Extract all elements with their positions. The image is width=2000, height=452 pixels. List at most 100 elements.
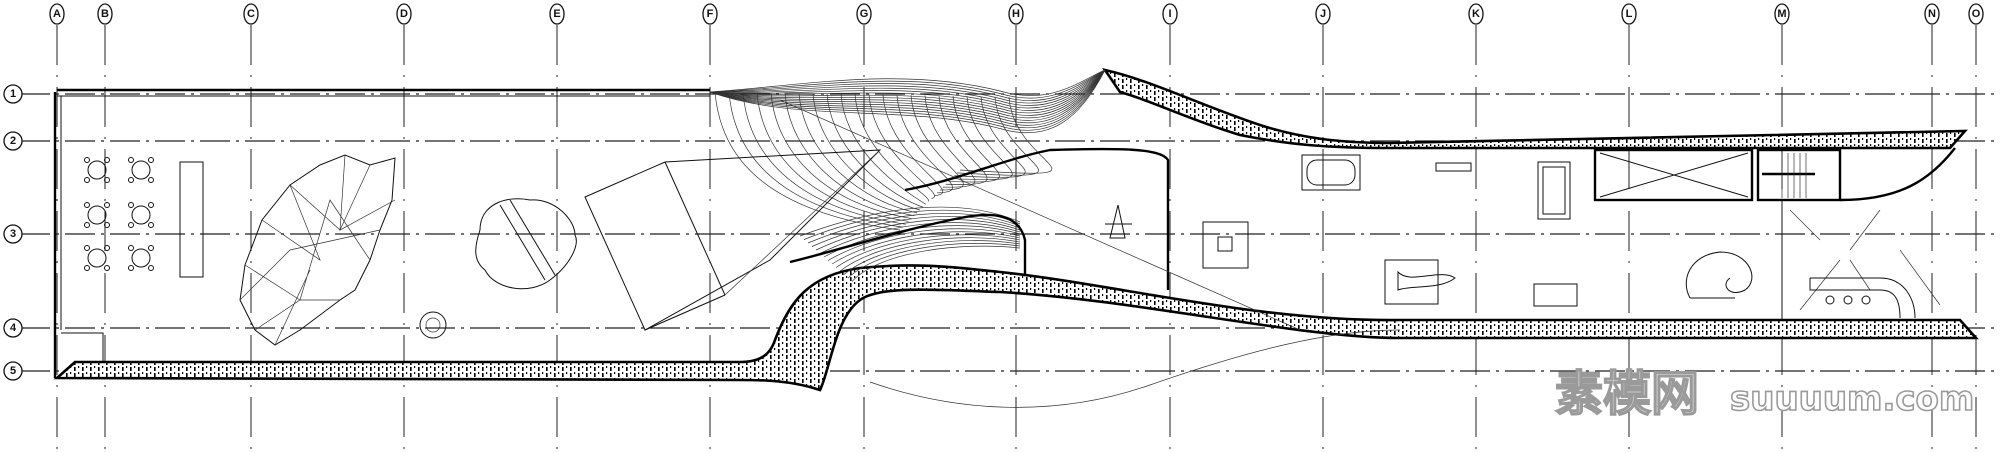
roof-rib [709,69,1106,124]
table [128,202,154,228]
seat-row [756,92,909,222]
grid-bubble-O: O [1968,3,1984,25]
bench-line [843,240,1021,275]
seat-row [798,93,918,214]
roof-rib [709,69,1106,121]
svg-text:4: 4 [10,322,17,334]
seat-row [826,93,923,208]
roof-rib [709,69,1106,111]
exhibit-plinth [1202,221,1249,269]
exhibit-recliner [1384,259,1456,305]
svg-text:3: 3 [10,228,16,240]
svg-text:B: B [101,8,109,20]
svg-text:D: D [400,8,408,20]
head-sculpture [475,198,577,290]
seat-row [951,96,1013,180]
reception-desk [1809,277,1916,319]
svg-text:E: E [553,8,560,20]
roof-rib [709,69,1106,104]
curved-end-wall [1839,147,1956,202]
bench-line [815,219,1021,251]
roof-rib [709,69,1106,106]
exhibit-long-case [1537,161,1571,220]
curved-wall [904,147,1170,290]
counter [179,161,204,278]
seat-row [924,95,976,188]
lower-left-wall-band [53,264,1979,392]
faceted-sculpture [239,154,396,346]
roof-rib [709,69,1106,109]
grid-bubble-4: 4 [3,318,23,338]
grid-bubble-M: M [1774,3,1790,25]
watermark: 素模网 suuuum.com [1554,365,1975,423]
svg-text:M: M [1777,8,1786,20]
svg-text:素模网: 素模网 [1555,366,1699,422]
exterior-walls [53,88,710,378]
table [84,202,110,228]
svg-text:O: O [1972,8,1981,20]
svg-text:H: H [1012,8,1020,20]
upper-wall-band [1102,68,1968,150]
grid-bubble-5: 5 [3,361,23,381]
roof-rib [709,69,1106,101]
seat-row [742,92,906,225]
bench-line [851,245,1021,282]
seat-row [770,92,912,219]
grid-bubble-H: H [1008,3,1024,25]
svg-text:C: C [247,8,255,20]
roof-rib [709,69,1106,129]
bench-line [835,234,1021,268]
bench-line [811,216,1021,247]
roof-rib [709,69,1106,126]
roof-rib [709,69,1106,131]
svg-text:suuuum.com: suuuum.com [1730,379,1974,419]
grid-bubble-E: E [549,3,565,25]
stair-core [1756,148,1842,202]
bench-line [807,213,1021,244]
grid-bubble-K: K [1468,3,1484,25]
grid-bubble-2: 2 [3,131,23,151]
tilted-volume [584,149,882,331]
roof-rib [709,69,1106,96]
grid-bubble-J: J [1315,3,1331,25]
roof-rib [709,69,1106,114]
grid-bubble-3: 3 [3,224,23,244]
bench-line [839,237,1021,272]
svg-text:N: N [1928,8,1936,20]
spiral-sculpture [1685,251,1753,299]
seat-row [812,93,921,211]
roof-rib [709,69,1106,99]
seat-row [938,95,988,185]
table [84,157,110,183]
grid-bubble-D: D [396,3,412,25]
roof-rib [709,69,1106,116]
grid-bubble-1: 1 [3,84,23,104]
grid-bubble-N: N [1924,3,1940,25]
svg-text:K: K [1472,8,1480,20]
bench-line [827,228,1021,261]
grid-bubble-A: A [49,3,65,25]
seat-row [896,95,953,194]
amphitheatre-seating [709,69,1106,282]
seat-row [840,94,926,205]
bench-line [847,243,1021,279]
svg-text:F: F [707,8,714,20]
svg-text:I: I [1168,8,1171,20]
seat-row [882,94,943,197]
svg-text:J: J [1320,8,1326,20]
grid-bubble-L: L [1621,3,1637,25]
seat-row [854,94,929,202]
roof-rib [709,69,1106,134]
svg-text:2: 2 [10,135,16,147]
seat-row [957,96,1039,176]
grid-bubble-B: B [97,3,113,25]
seat-row [714,91,901,231]
bench-line [819,222,1021,254]
exhibit-small-case [1435,162,1472,172]
exhibit-tub [1301,154,1361,191]
dining-tables [84,157,154,271]
exhibit-box [1533,283,1578,307]
table [128,157,154,183]
